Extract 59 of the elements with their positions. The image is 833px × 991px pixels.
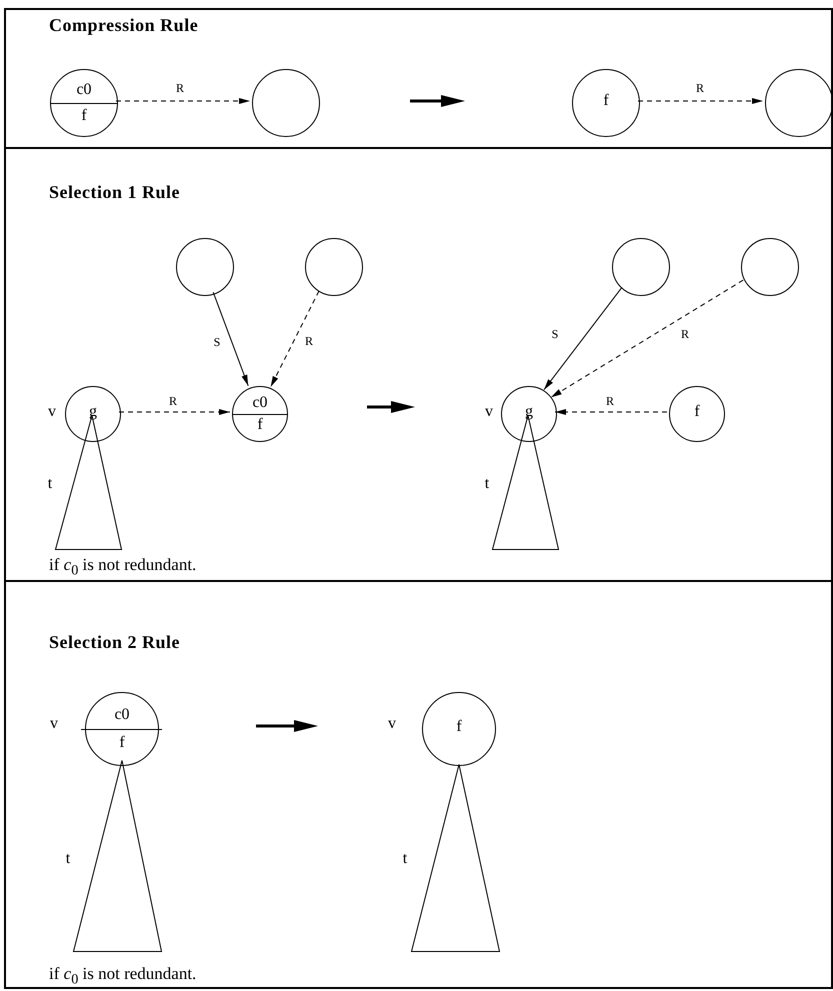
node-label: c0 <box>76 82 92 98</box>
arrow <box>270 290 320 388</box>
node-circle <box>501 386 557 442</box>
node-label: c0 <box>114 706 130 723</box>
variable-label: t <box>484 476 490 492</box>
node-label: f <box>81 108 87 124</box>
node-circle <box>50 69 118 137</box>
rule-panel <box>4 580 833 989</box>
rule-heading: Selection 1 Rule <box>49 182 180 203</box>
variable-label: t <box>402 851 408 867</box>
rule-panel <box>4 8 833 149</box>
node-circle <box>572 69 640 137</box>
edge-label: R <box>680 328 690 340</box>
variable-label: v <box>485 404 493 420</box>
arrow <box>638 98 764 104</box>
tree-triangle <box>73 760 162 952</box>
condition-note: if c$_{0}$ is not redundant. <box>49 555 196 580</box>
variable-label: v <box>48 404 56 420</box>
node-circle <box>765 69 833 137</box>
arrow <box>212 292 249 386</box>
node-label: g <box>89 404 97 420</box>
node-circle <box>669 386 725 442</box>
node-circle <box>232 386 288 442</box>
tree-triangle <box>411 764 500 952</box>
node-circle <box>176 238 234 296</box>
arrow <box>116 98 250 104</box>
node-circle <box>65 386 121 442</box>
edge-label: S <box>550 328 560 340</box>
rule-panel <box>4 147 833 582</box>
node-label: f <box>456 719 462 735</box>
node-label: g <box>525 404 533 420</box>
edge-label: R <box>175 82 185 94</box>
node-circle <box>252 69 320 137</box>
rule-heading: Compression Rule <box>49 15 198 36</box>
node-label: f <box>694 404 700 420</box>
node-label: f <box>119 735 125 752</box>
variable-label: t <box>48 476 52 492</box>
condition-note: if c$_{0}$ is not redundant. <box>49 964 196 988</box>
rule-heading: Selection 2 Rule <box>49 632 180 653</box>
variable-label: t <box>66 851 70 867</box>
edge-label: S <box>212 336 222 348</box>
node-circle <box>422 692 496 766</box>
node-label: f <box>257 416 263 433</box>
variable-label: v <box>50 716 58 732</box>
arrow <box>554 409 668 415</box>
edge-label: R <box>168 395 178 407</box>
arrow <box>118 409 230 415</box>
edge-label: R <box>605 395 615 407</box>
node-circle <box>612 238 670 296</box>
node-circle <box>741 238 799 296</box>
node-circle <box>305 238 363 296</box>
arrow <box>544 288 622 390</box>
variable-label: v <box>388 716 396 732</box>
node-circle <box>85 692 159 766</box>
node-label: f <box>603 93 609 109</box>
node-label: c0 <box>252 395 268 412</box>
edge-label: R <box>304 335 314 347</box>
arrow <box>550 280 744 398</box>
edge-label: R <box>695 82 705 94</box>
